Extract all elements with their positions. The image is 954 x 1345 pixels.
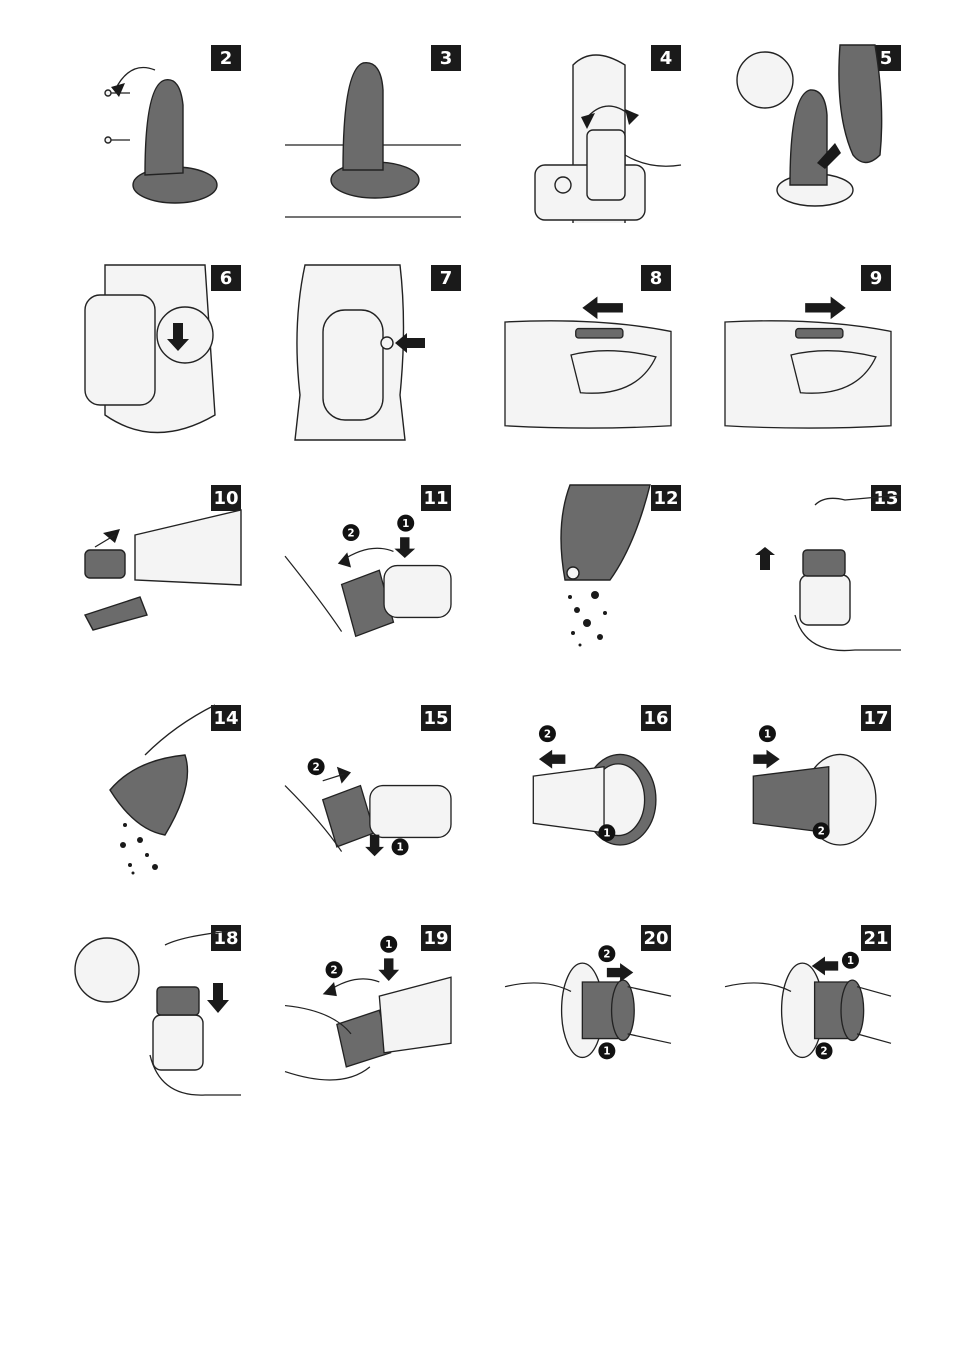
callout-2: 2 bbox=[347, 527, 354, 539]
step-16-panel: 16 2 1 bbox=[505, 705, 671, 885]
callout-2: 2 bbox=[818, 826, 825, 838]
step-18-panel: 18 bbox=[75, 925, 241, 1105]
empty-dust-chamber-illustration bbox=[75, 705, 241, 885]
remove-dust-chamber-illustration: 2 1 bbox=[285, 485, 451, 665]
step-10-panel: 10 bbox=[75, 485, 241, 665]
step-17-panel: 17 1 2 bbox=[725, 705, 891, 885]
step-21-panel: 2 1 1 2 bbox=[725, 925, 891, 1105]
step-9-panel: 9 bbox=[725, 265, 891, 445]
twist-filter-on-illustration: 1 2 bbox=[725, 705, 891, 885]
step-19-panel: 19 2 1 bbox=[285, 925, 451, 1105]
step-4-panel: 4 bbox=[515, 45, 681, 225]
step-11-panel: 11 2 1 bbox=[285, 485, 451, 665]
wall-mount-screws-illustration bbox=[75, 45, 241, 225]
step-7-panel: 7 bbox=[295, 265, 461, 445]
step-20-panel: 20 2 1 bbox=[505, 925, 671, 1105]
slide-switch-off-illustration bbox=[725, 265, 891, 445]
attach-filter-ring-illustration: 1 2 bbox=[725, 925, 891, 1105]
step-6-panel: 6 bbox=[75, 265, 241, 445]
press-button-illustration bbox=[295, 265, 461, 445]
step-14-panel: 14 bbox=[75, 705, 241, 885]
detach-filter-ring-illustration: 2 1 bbox=[505, 925, 671, 1105]
callout-1: 1 bbox=[402, 518, 409, 530]
twist-filter-off-illustration: 2 1 bbox=[505, 705, 671, 885]
step-8-panel: 8 bbox=[505, 265, 671, 445]
attach-brush-nozzle-illustration bbox=[75, 485, 241, 665]
callout-1: 1 bbox=[385, 939, 392, 951]
slide-switch-on-illustration bbox=[505, 265, 671, 445]
step-13-panel: 13 bbox=[735, 485, 901, 665]
step-15-panel: 15 2 1 bbox=[285, 705, 451, 885]
charger-on-floor-illustration bbox=[295, 45, 461, 225]
callout-1: 1 bbox=[396, 842, 403, 854]
callout-2: 2 bbox=[820, 1046, 827, 1058]
callout-2: 2 bbox=[544, 728, 551, 740]
cord-routing-illustration bbox=[515, 45, 681, 225]
insert-filter-illustration bbox=[75, 925, 241, 1105]
reattach-dust-chamber-illustration: 2 1 bbox=[285, 705, 451, 885]
step-2-panel: 2 bbox=[75, 45, 241, 225]
callout-2: 2 bbox=[603, 948, 610, 960]
lift-filter-illustration bbox=[735, 485, 901, 665]
remove-chamber-illustration: 2 1 bbox=[285, 925, 451, 1105]
step-12-panel: 12 bbox=[515, 485, 681, 665]
step-5-panel: 5 bbox=[735, 45, 901, 225]
remove-from-charger-illustration bbox=[75, 265, 241, 445]
step-3-panel: 3 bbox=[295, 45, 461, 225]
dust-falling-illustration bbox=[515, 485, 681, 665]
callout-2: 2 bbox=[330, 965, 337, 977]
place-vacuum-on-charger-illustration bbox=[735, 45, 901, 225]
callout-1: 1 bbox=[603, 1046, 610, 1058]
callout-2: 2 bbox=[313, 761, 320, 773]
callout-1: 1 bbox=[847, 955, 854, 967]
callout-1: 1 bbox=[603, 828, 610, 840]
callout-1: 1 bbox=[764, 728, 771, 740]
